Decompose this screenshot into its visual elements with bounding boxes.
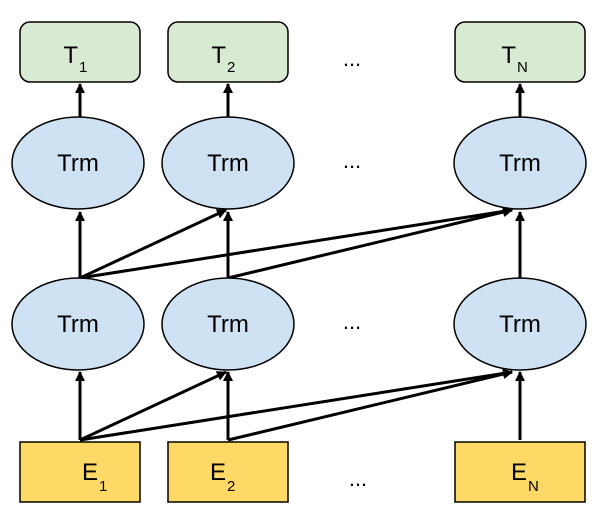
lower-trm-layer: Trm Trm ... Trm [11, 277, 587, 371]
arrow-e2-trmN [227, 369, 513, 442]
svg-text:T: T [501, 42, 516, 69]
trm-node [453, 116, 587, 210]
arrow-trm1-up2 [79, 208, 227, 280]
trm-node [11, 277, 145, 371]
output-node: T N [454, 21, 586, 83]
hidden-connections [75, 206, 525, 280]
svg-text:1: 1 [79, 59, 87, 76]
arrow-trm1-upN [79, 206, 513, 280]
output-node: T 1 [19, 21, 141, 83]
svg-text:Trm: Trm [499, 150, 541, 177]
ellipsis: ... [343, 309, 361, 334]
svg-text:Trm: Trm [499, 311, 541, 338]
input-node: E 2 [167, 441, 289, 503]
ellipsis: ... [343, 148, 361, 173]
input-node: E N [454, 441, 586, 503]
svg-text:1: 1 [99, 478, 107, 495]
svg-text:2: 2 [227, 478, 235, 495]
svg-text:Trm: Trm [57, 150, 99, 177]
trm-node [161, 116, 295, 210]
svg-text:T: T [211, 42, 226, 69]
arrow-e1-trmN [79, 368, 513, 442]
arrow-e1-trm2 [79, 370, 227, 442]
svg-text:E: E [210, 459, 226, 486]
trm-node [11, 116, 145, 210]
trm-node [453, 277, 587, 371]
svg-text:Trm: Trm [207, 311, 249, 338]
svg-text:E: E [82, 459, 98, 486]
ellipsis: ... [349, 466, 367, 491]
svg-text:T: T [63, 42, 78, 69]
output-connections [75, 83, 525, 118]
svg-text:E: E [511, 459, 527, 486]
input-row: E 1 E 2 ... E N [19, 441, 586, 503]
input-node: E 1 [19, 441, 141, 503]
trm-node [161, 277, 295, 371]
output-node: T 2 [167, 21, 289, 83]
svg-text:Trm: Trm [207, 150, 249, 177]
svg-text:Trm: Trm [57, 311, 99, 338]
input-connections [75, 368, 525, 442]
output-row: T 1 T 2 ... T N [19, 21, 586, 83]
upper-trm-layer: Trm Trm ... Trm [11, 116, 587, 210]
arrow-trm2-upN [227, 207, 513, 280]
svg-text:2: 2 [227, 59, 235, 76]
svg-text:N: N [528, 478, 539, 495]
svg-text:N: N [517, 59, 528, 76]
ellipsis: ... [343, 46, 361, 71]
